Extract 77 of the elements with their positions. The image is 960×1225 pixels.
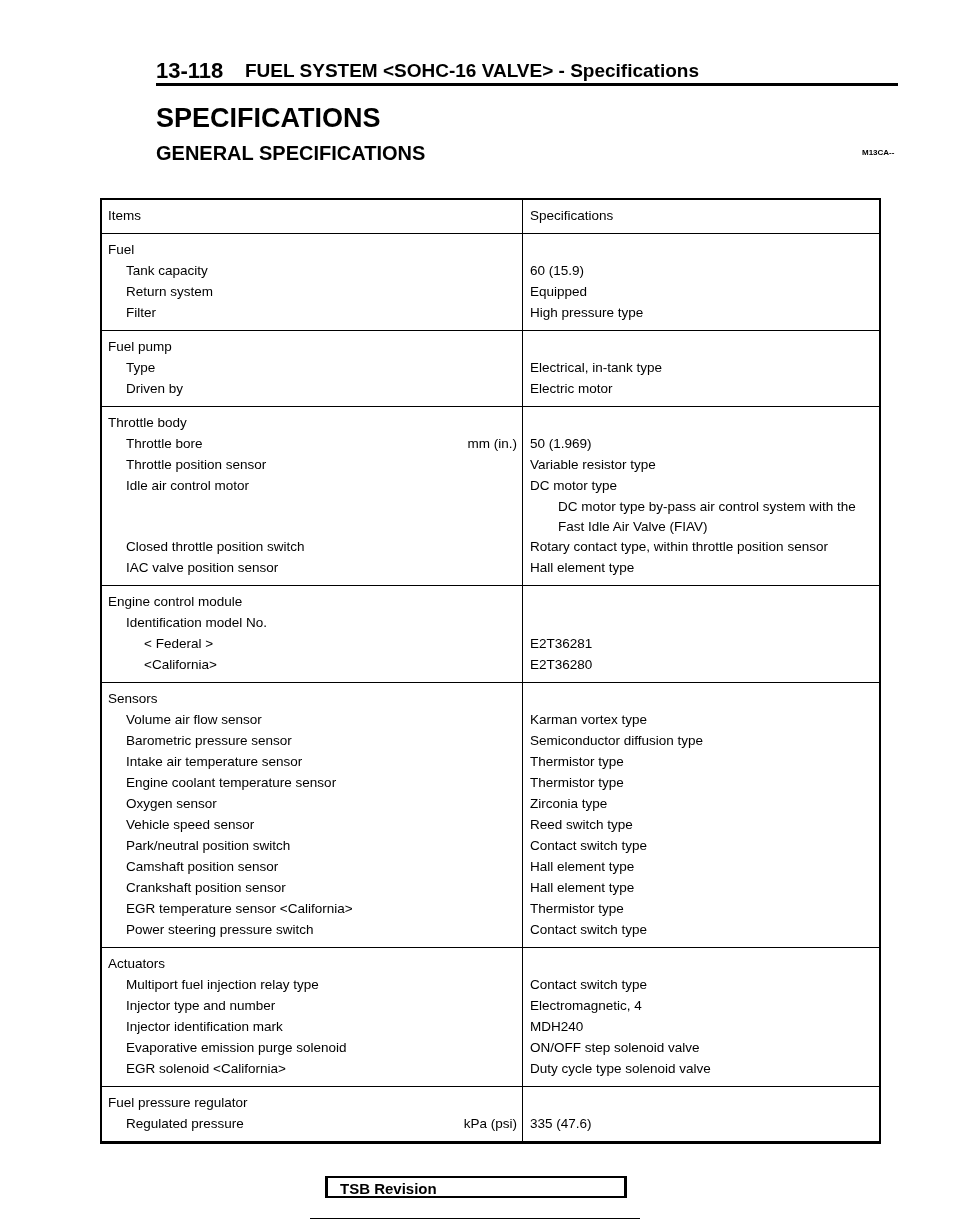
item-label: <California>	[144, 656, 217, 674]
item-label: Park/neutral position switch	[126, 837, 291, 855]
spec-value: Semiconductor diffusion type	[530, 732, 704, 750]
spec-value: 60 (15.9)	[530, 262, 585, 280]
spec-value: Electric motor	[530, 380, 613, 398]
item-label: Camshaft position sensor	[126, 858, 279, 876]
spec-value: Hall element type	[530, 858, 635, 876]
item-label: Intake air temperature sensor	[126, 753, 303, 771]
item-label: Barometric pressure sensor	[126, 732, 292, 750]
section-heading: Fuel pump	[108, 338, 172, 356]
page-title: SPECIFICATIONS	[156, 103, 381, 134]
spec-value: Karman vortex type	[530, 711, 648, 729]
spec-value: 50 (1.969)	[530, 435, 592, 453]
unit-label: mm (in.)	[467, 435, 517, 453]
item-label: Throttle bore	[126, 435, 203, 453]
spec-value: E2T36280	[530, 656, 593, 674]
spec-value: Thermistor type	[530, 753, 624, 771]
item-label: Injector identification mark	[126, 1018, 283, 1036]
spec-value: Rotary contact type, within throttle position sensor	[530, 538, 828, 556]
item-label: Idle air control motor	[126, 477, 250, 495]
subsection-title: GENERAL SPECIFICATIONS	[156, 142, 426, 165]
item-label: Multiport fuel injection relay type	[126, 976, 319, 994]
section-heading: Actuators	[108, 955, 166, 973]
item-label: Identification model No.	[126, 614, 268, 632]
item-label: Oxygen sensor	[126, 795, 217, 813]
section-heading: Fuel pressure regulator	[108, 1094, 248, 1112]
spec-value: Electrical, in-tank type	[530, 359, 663, 377]
spec-value: Equipped	[530, 283, 588, 301]
item-label: Injector type and number	[126, 997, 276, 1015]
spec-value: DC motor type	[530, 477, 618, 495]
spec-value: ON/OFF step solenoid valve	[530, 1039, 700, 1057]
spec-value: Thermistor type	[530, 900, 624, 918]
item-label: IAC valve position sensor	[126, 559, 279, 577]
spec-value: Zirconia type	[530, 795, 608, 813]
spec-value: DC motor type by-pass air control system with the Fast Idle Air Valve (FIAV)	[558, 498, 857, 536]
running-header: FUEL SYSTEM <SOHC-16 VALVE> - Specifications	[245, 60, 699, 82]
section-heading: Sensors	[108, 690, 158, 708]
item-label: EGR temperature sensor <California>	[126, 900, 353, 918]
spec-value: High pressure type	[530, 304, 644, 322]
item-label: Closed throttle position switch	[126, 538, 305, 556]
column-header: Specifications	[530, 207, 614, 225]
item-label: Vehicle speed sensor	[126, 816, 255, 834]
page-number: 13-118	[156, 58, 224, 84]
spec-value: Thermistor type	[530, 774, 624, 792]
item-label: Driven by	[126, 380, 184, 398]
item-label: Crankshaft position sensor	[126, 879, 286, 897]
item-label: < Federal >	[144, 635, 214, 653]
unit-label: kPa (psi)	[463, 1115, 517, 1133]
spec-value: Contact switch type	[530, 976, 648, 994]
spec-value: Contact switch type	[530, 921, 648, 939]
spec-value: 335 (47.6)	[530, 1115, 592, 1133]
item-label: EGR solenoid <California>	[126, 1060, 286, 1078]
spec-value: Hall element type	[530, 559, 635, 577]
revision-stamp: TSB Revision	[325, 1176, 627, 1198]
spec-value: Duty cycle type solenoid valve	[530, 1060, 711, 1078]
item-label: Throttle position sensor	[126, 456, 267, 474]
spec-value: MDH240	[530, 1018, 584, 1036]
spec-value: E2T36281	[530, 635, 593, 653]
item-label: Regulated pressure	[126, 1115, 244, 1133]
item-label: Return system	[126, 283, 214, 301]
item-label: Type	[126, 359, 156, 377]
section-heading: Throttle body	[108, 414, 187, 432]
spec-value: Contact switch type	[530, 837, 648, 855]
item-label: Power steering pressure switch	[126, 921, 314, 939]
reference-code: M13CA--	[862, 148, 895, 157]
item-label: Evaporative emission purge solenoid	[126, 1039, 347, 1057]
item-label: Engine coolant temperature sensor	[126, 774, 337, 792]
section-heading: Fuel	[108, 241, 135, 259]
spec-value: Electromagnetic, 4	[530, 997, 642, 1015]
spec-value: Reed switch type	[530, 816, 633, 834]
item-label: Tank capacity	[126, 262, 208, 280]
item-label: Volume air flow sensor	[126, 711, 262, 729]
section-heading: Engine control module	[108, 593, 243, 611]
spec-value: Variable resistor type	[530, 456, 656, 474]
column-header: Items	[108, 207, 141, 225]
item-label: Filter	[126, 304, 156, 322]
spec-value: Hall element type	[530, 879, 635, 897]
